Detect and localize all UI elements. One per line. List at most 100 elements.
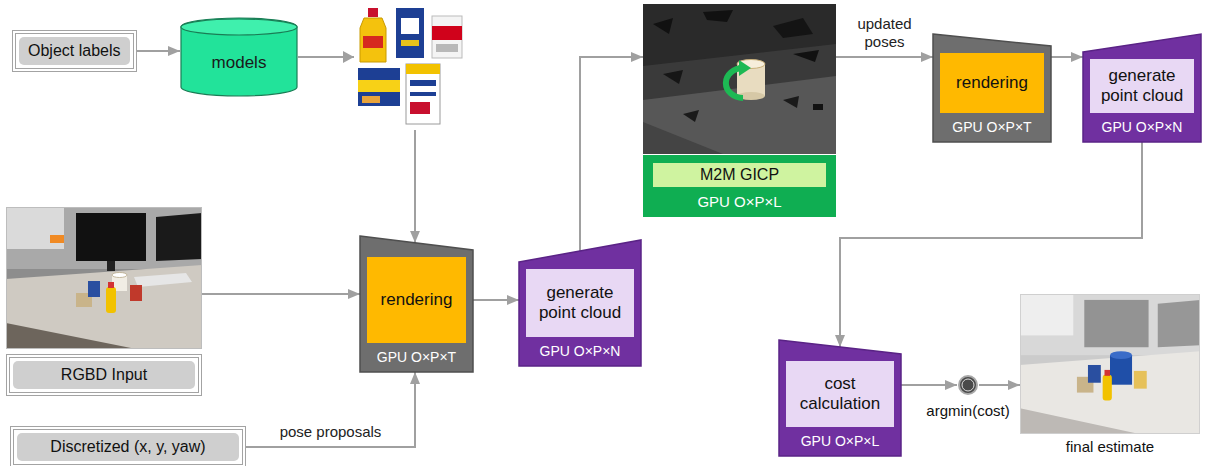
gicp-panel: M2M GICP GPU O×P×L bbox=[643, 155, 836, 217]
input-label: RGBD Input bbox=[13, 361, 195, 389]
illustration-shape bbox=[773, 18, 813, 38]
box-band bbox=[401, 40, 419, 46]
cylinder-body bbox=[181, 18, 297, 96]
stage-title: rendering bbox=[367, 257, 466, 343]
input-label: Object labels bbox=[19, 37, 130, 65]
flow-arrow bbox=[836, 56, 933, 58]
trapezoid-outline bbox=[933, 34, 1051, 142]
trapezoid-outline bbox=[360, 236, 473, 372]
node-label: models bbox=[212, 53, 267, 73]
flow-arrow bbox=[979, 384, 1020, 386]
box-stripe bbox=[410, 80, 436, 86]
input-label: Discretized (x, y, yaw) bbox=[17, 433, 239, 461]
box-stripe bbox=[410, 92, 436, 96]
final-estimate-photo bbox=[1020, 294, 1200, 434]
illustration-shape bbox=[1110, 355, 1132, 385]
bottle-cap bbox=[368, 8, 378, 17]
mustard-bottle bbox=[360, 18, 386, 62]
box-panel bbox=[410, 102, 430, 114]
illustration-shape bbox=[156, 213, 202, 261]
image-caption: final estimate bbox=[1020, 438, 1200, 455]
box-band bbox=[406, 64, 440, 74]
illustration-shape bbox=[813, 104, 823, 110]
arrowhead-shape bbox=[343, 51, 354, 63]
meat-can bbox=[358, 68, 400, 106]
illustration-shape bbox=[783, 96, 799, 108]
illustration-shape bbox=[663, 70, 683, 84]
flow-arrow bbox=[202, 293, 360, 295]
operator-circle bbox=[959, 376, 977, 394]
depth-image bbox=[643, 4, 836, 154]
label-frame: RGBD Input bbox=[6, 354, 202, 396]
gpu-label: GPU O×P×N bbox=[526, 343, 634, 359]
flow-arrow bbox=[580, 57, 643, 251]
illustration-shape bbox=[6, 207, 64, 249]
trapezoid-outline bbox=[1083, 34, 1201, 142]
stage-title: generate point cloud bbox=[526, 269, 634, 337]
illustration-shape bbox=[1103, 375, 1112, 401]
object-models-illustration bbox=[340, 6, 475, 130]
illustration-shape bbox=[1088, 365, 1101, 383]
input-box: Object labels bbox=[12, 30, 137, 72]
illustration-shape bbox=[1134, 371, 1147, 389]
stage-title: generate point cloud bbox=[1090, 59, 1194, 113]
stage-title: cost calculation bbox=[786, 361, 894, 427]
can-band bbox=[358, 80, 400, 92]
stage-title: M2M GICP bbox=[653, 163, 826, 187]
edge-label: updated poses bbox=[841, 14, 928, 52]
illustration-shape bbox=[683, 110, 699, 122]
illustration-shape bbox=[6, 323, 136, 349]
illustration-shape bbox=[703, 10, 733, 22]
rgbd-photo bbox=[6, 207, 202, 349]
edge-label: pose proposals bbox=[277, 422, 385, 442]
can-band bbox=[436, 44, 458, 52]
gicp-box: M2M GICP GPU O×P×L bbox=[643, 4, 836, 217]
gpu-label: GPU O×P×L bbox=[653, 193, 826, 210]
gpu-label: GPU O×P×T bbox=[940, 119, 1044, 135]
illustration-shape bbox=[88, 281, 100, 297]
illustration-shape bbox=[130, 285, 142, 301]
gpu-stage-box: renderingGPU O×P×T bbox=[360, 236, 473, 372]
flow-arrow bbox=[473, 299, 519, 301]
can-band bbox=[432, 26, 462, 40]
illustration-shape bbox=[643, 122, 723, 154]
box-panel bbox=[401, 18, 419, 34]
illustration-shape bbox=[108, 282, 114, 288]
illustration-shape bbox=[793, 50, 819, 62]
illustration-shape bbox=[6, 207, 202, 269]
illustration-shape bbox=[107, 261, 115, 271]
gpu-stage-box: cost calculationGPU O×P×L bbox=[779, 340, 901, 456]
can-picture bbox=[362, 96, 380, 103]
database-cylinder: models bbox=[180, 18, 298, 96]
illustration-shape bbox=[1104, 370, 1110, 376]
trapezoid-outline bbox=[779, 340, 901, 456]
illustration-shape bbox=[76, 213, 146, 261]
stage-title: rendering bbox=[940, 53, 1044, 113]
illustration-shape bbox=[653, 18, 673, 34]
flow-arrow bbox=[246, 372, 415, 447]
input-box: Discretized (x, y, yaw) bbox=[10, 426, 246, 466]
illustration-shape bbox=[112, 273, 127, 278]
illustration-shape bbox=[134, 273, 192, 287]
illustration-shape bbox=[106, 287, 116, 313]
gpu-label: GPU O×P×L bbox=[786, 433, 894, 449]
illustration-shape bbox=[739, 60, 751, 76]
image-node: final estimate bbox=[1020, 294, 1200, 455]
image-node: RGBD Input bbox=[6, 207, 202, 396]
operator-ring bbox=[962, 379, 974, 391]
illustration-shape bbox=[7, 208, 202, 349]
illustration-shape bbox=[50, 235, 64, 243]
gpu-stage-box: renderingGPU O×P×T bbox=[933, 34, 1051, 142]
soup-can bbox=[432, 16, 462, 58]
illustration-ground bbox=[354, 6, 475, 130]
flow-arrow bbox=[137, 50, 181, 52]
bottle-label bbox=[363, 36, 383, 48]
illustration-shape bbox=[643, 4, 836, 66]
cylinder-top bbox=[181, 19, 297, 35]
illustration-shape bbox=[6, 265, 202, 349]
flow-arrow bbox=[1051, 56, 1083, 58]
illustration-shape bbox=[1110, 351, 1132, 359]
flow-arrow bbox=[901, 384, 957, 386]
